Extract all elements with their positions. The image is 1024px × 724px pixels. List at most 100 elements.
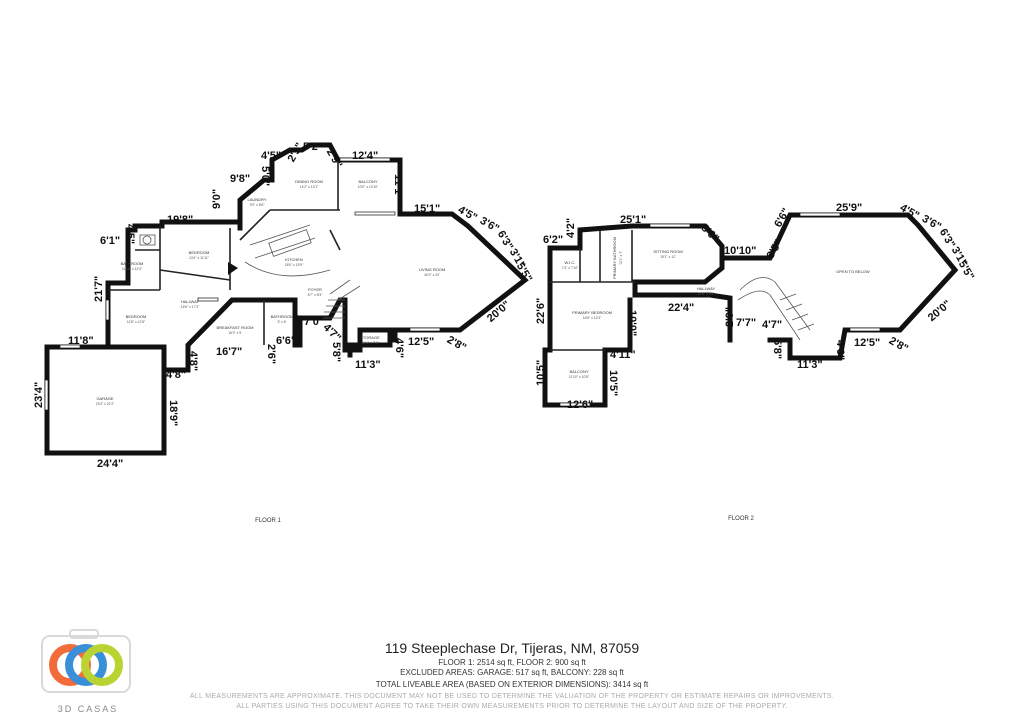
- bedroom-b-label: BEDROOM: [189, 250, 210, 255]
- bedroom-b-size: 13'4" x 11'11": [189, 256, 210, 260]
- property-address: 119 Steeplechase Dr, Tijeras, NM, 87059: [384, 640, 640, 656]
- balcony1-label: BALCONY: [358, 179, 377, 184]
- living-size: 40'0" x 20': [424, 273, 440, 277]
- dim-label: 20'0": [926, 298, 954, 324]
- dim-label: 16'7": [216, 346, 242, 358]
- foyer-label: FOYER: [308, 287, 322, 292]
- dim-label: 10'5": [535, 360, 547, 386]
- wic-label: W.I.C.: [565, 260, 576, 265]
- bath-small-label: BATHROOM: [271, 314, 294, 319]
- bath-small-size: 5' x 6': [278, 320, 287, 324]
- floor-areas: FLOOR 1: 2514 sq ft, FLOOR 2: 900 sq ft: [438, 658, 586, 667]
- balcony2-size: 11'10" x 10'8": [569, 375, 590, 379]
- dim-label: 4'6": [834, 340, 846, 360]
- laundry-size: 9'0" x 8'8": [250, 203, 266, 207]
- storage-label: STORAGE: [360, 335, 380, 340]
- dim-label: 9'8": [230, 173, 250, 185]
- primary-bath-label: PRIMARY BATHROOM: [612, 237, 617, 279]
- dim-label: 4'5": [261, 150, 281, 162]
- living-room-wall: [392, 211, 529, 343]
- dim-label: 11'8": [68, 335, 94, 347]
- laundry-label: LAUNDRY: [247, 197, 266, 202]
- dim-label: 10'5": [607, 370, 619, 396]
- hallway-label: HALLWAY: [181, 299, 200, 304]
- open-label: OPEN TO BELOW: [836, 269, 870, 274]
- primary-bed-label: PRIMARY BEDROOM: [572, 310, 612, 315]
- dim-label: 9'0": [211, 189, 223, 209]
- kitchen-label: KITCHEN: [285, 257, 303, 262]
- dim-label: 4'8": [166, 369, 186, 381]
- dim-label: 25'9": [836, 202, 862, 214]
- dim-label: 11'3": [797, 359, 823, 371]
- dim-label: 2'8": [887, 335, 910, 355]
- floor1-label: FLOOR 1: [255, 518, 281, 524]
- disclaimer-line-1: ALL MEASUREMENTS ARE APPROXIMATE. THIS D…: [189, 693, 835, 700]
- dim-label: 12'6": [567, 399, 593, 411]
- foyer-size: 8'7" x 8'3": [308, 293, 324, 297]
- bathroom-label: BATHROOM: [121, 261, 144, 266]
- total-area: TOTAL LIVEABLE AREA (BASED ON EXTERIOR D…: [375, 680, 649, 689]
- dim-label: 4'5": [124, 224, 136, 244]
- dim-label: 4'6": [393, 338, 405, 358]
- balcony1-size: 10'0" x 10'10": [358, 185, 379, 189]
- floor2-label: FLOOR 2: [728, 516, 754, 522]
- breakfast-label: BREAKFAST ROOM: [216, 325, 253, 330]
- floor1-northwest-wall: [105, 219, 243, 350]
- dim-label: 11'1": [392, 174, 404, 200]
- brand-name: 3D CASAS: [57, 704, 119, 714]
- hallway-size: 16'6" x 17'3": [181, 305, 200, 309]
- garage-size: 23'4" x 22'2": [96, 402, 115, 406]
- dim-label: 11'3": [355, 359, 381, 371]
- floor1-interior: [44, 157, 441, 411]
- floor1-stairs: [322, 279, 361, 319]
- dim-label: 7'7": [736, 317, 756, 329]
- dim-label: 4'0": [292, 315, 304, 335]
- dim-label: 19'8": [167, 214, 193, 226]
- primary-bed-size: 16'8" x 13'3": [583, 316, 602, 320]
- dim-label: 12'5": [854, 337, 880, 349]
- kitchen-size: 18'0" x 15'9": [285, 263, 304, 267]
- dim-label: 3'5": [765, 238, 785, 261]
- dim-label: 2'9": [724, 307, 736, 327]
- dim-label: 15'1": [414, 203, 440, 215]
- dim-label: 23'4": [33, 382, 45, 408]
- dim-label: 22'6": [535, 298, 547, 324]
- dim-label: 4'2": [565, 218, 577, 238]
- dim-label: 5'2": [303, 141, 323, 153]
- dim-label: 12'4": [352, 150, 378, 162]
- dim-label: 5'8": [330, 342, 342, 362]
- dining-size: 14'2" x 13'1": [300, 185, 319, 189]
- dim-label: 5'5": [956, 259, 976, 282]
- dim-label: 5'0": [259, 166, 271, 186]
- bedroom-a-size: 11'8" x 12'8": [127, 320, 146, 324]
- dim-label: 2'6": [265, 344, 277, 364]
- floor1-walls: [44, 142, 529, 456]
- sitting-label: SITTING ROOM: [653, 249, 682, 254]
- wic-size: 7'4" x 7'10": [562, 266, 580, 270]
- dim-label: 4'7": [762, 319, 782, 331]
- dim-label: 6'2": [543, 234, 563, 246]
- dim-label: 18'9": [167, 400, 179, 426]
- living-label: LIVING ROOM: [419, 267, 446, 272]
- dim-label: 21'7": [93, 276, 105, 302]
- garage-label: GARAGE: [96, 396, 113, 401]
- excluded-areas: EXCLUDED AREAS: GARAGE: 517 sq ft, BALCO…: [400, 668, 624, 677]
- dim-label: 25'1": [620, 214, 646, 226]
- dim-label: 10'0": [626, 310, 638, 336]
- floor2-open-wall: [719, 212, 959, 361]
- storage-size: 10'1" x 7'4": [362, 341, 380, 345]
- floor2-west-wall: [577, 223, 733, 343]
- dim-label: 4'11": [610, 349, 636, 361]
- primary-bath-size: 12'1" x 7': [619, 251, 623, 265]
- dining-label: DINING ROOM: [295, 179, 323, 184]
- floor2-room-labels: W.I.C. 7'4" x 7'10" PRIMARY BATHROOM 12'…: [562, 237, 870, 522]
- dim-label: 24'4": [97, 458, 123, 470]
- floor1-room-labels: GARAGE 23'4" x 22'2" BEDROOM 11'8" x 12'…: [96, 179, 446, 524]
- dim-label: 7'0": [304, 316, 324, 328]
- dim-label: 2'8": [445, 334, 468, 354]
- bathroom-size: 11'10" x 12'3": [122, 267, 143, 271]
- dim-label: 20'0": [485, 299, 513, 325]
- dim-label: 12'5": [408, 336, 434, 348]
- dim-label: 6'1": [100, 235, 120, 247]
